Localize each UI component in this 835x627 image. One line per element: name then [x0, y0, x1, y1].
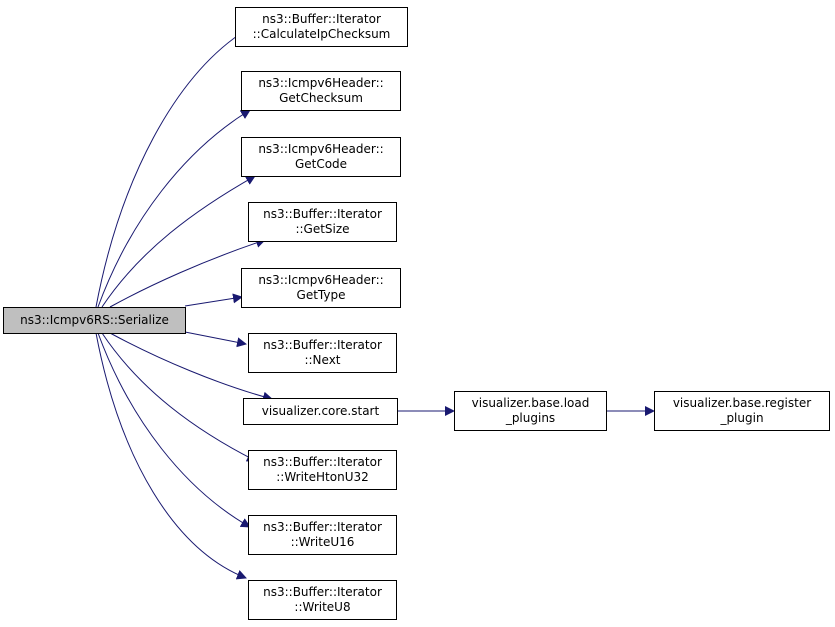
node-get-type[interactable]: ns3::Icmpv6Header:: GetType — [241, 268, 401, 308]
edge-serialize-to-get-code — [101, 175, 256, 308]
node-label-line: ::WriteU16 — [290, 535, 355, 549]
node-label-line: ns3::Buffer::Iterator — [263, 207, 382, 221]
node-label-line: visualizer.base.register — [672, 396, 812, 410]
node-serialize[interactable]: ns3::Icmpv6RS::Serialize — [3, 307, 186, 334]
node-get-code[interactable]: ns3::Icmpv6Header:: GetCode — [241, 137, 401, 177]
node-label-line: ns3::Buffer::Iterator — [263, 520, 382, 534]
node-serialize-label: ns3::Icmpv6RS::Serialize — [20, 313, 169, 327]
node-label-line: ns3::Buffer::Iterator — [263, 585, 382, 599]
node-label-line: ns3::Icmpv6Header:: — [258, 142, 384, 156]
node-get-size[interactable]: ns3::Buffer::Iterator ::GetSize — [248, 202, 397, 242]
edge-serialize-to-get-type — [184, 293, 243, 307]
node-register-plugin[interactable]: visualizer.base.register _plugin — [654, 391, 830, 431]
node-load-plugins[interactable]: visualizer.base.load _plugins — [454, 391, 607, 431]
node-label-line: ::WriteHtonU32 — [276, 470, 369, 484]
node-label-line: GetChecksum — [279, 91, 363, 105]
node-label-line: visualizer.core.start — [261, 404, 380, 418]
node-write-u8[interactable]: ns3::Buffer::Iterator ::WriteU8 — [248, 580, 397, 620]
node-get-checksum[interactable]: ns3::Icmpv6Header:: GetChecksum — [241, 71, 401, 111]
edge-serialize-to-write-hton-u32 — [101, 332, 257, 462]
node-label-line: ns3::Buffer::Iterator — [263, 455, 382, 469]
edge-serialize-to-write-u8 — [95, 332, 247, 580]
node-core-start[interactable]: visualizer.core.start — [243, 398, 398, 425]
node-label-line: visualizer.base.load — [471, 396, 590, 410]
node-label-line: ::WriteU8 — [294, 600, 351, 614]
node-label-line: ns3::Buffer::Iterator — [263, 338, 382, 352]
node-label-line: _plugin — [720, 411, 764, 425]
node-label-line: GetType — [296, 288, 346, 302]
node-label-line: ::Next — [304, 353, 341, 367]
node-label-line: ns3::Icmpv6Header:: — [258, 273, 384, 287]
node-write-hton-u32[interactable]: ns3::Buffer::Iterator ::WriteHtonU32 — [248, 450, 397, 490]
edge-serialize-to-get-size — [109, 238, 266, 308]
node-label-line: ::CalculateIpChecksum — [252, 27, 391, 41]
node-next[interactable]: ns3::Buffer::Iterator ::Next — [248, 333, 397, 373]
edge-serialize-to-get-checksum — [97, 109, 251, 308]
node-label-line: ns3::Icmpv6Header:: — [258, 76, 384, 90]
node-label-line: ::GetSize — [295, 222, 350, 236]
edge-serialize-to-core-start — [109, 332, 273, 402]
node-label-line: _plugins — [505, 411, 556, 425]
node-calculate-ip-checksum[interactable]: ns3::Buffer::Iterator ::CalculateIpCheck… — [235, 7, 408, 47]
node-label-line: ns3::Buffer::Iterator — [262, 12, 381, 26]
edge-serialize-to-write-u16 — [97, 332, 251, 528]
edge-serialize-to-next — [184, 331, 247, 348]
node-write-u16[interactable]: ns3::Buffer::Iterator ::WriteU16 — [248, 515, 397, 555]
edge-serialize-to-calculate-ip-checksum — [95, 29, 247, 308]
node-label-line: GetCode — [294, 157, 348, 171]
